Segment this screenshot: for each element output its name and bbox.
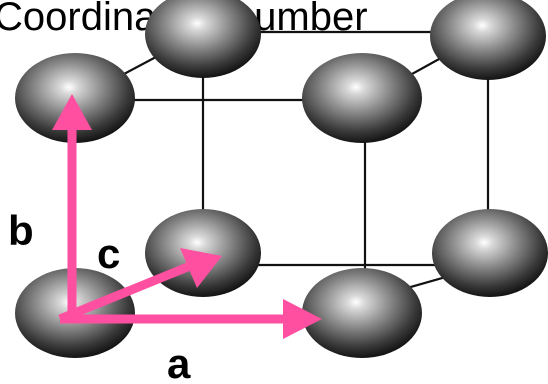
atom [430, 0, 546, 80]
atom [15, 53, 135, 143]
axis-label-c: c [97, 230, 120, 277]
c-axis-arrowhead [180, 248, 222, 288]
c-axis-arrow [58, 261, 192, 324]
axis-label-b: b [8, 207, 34, 254]
atom [302, 53, 422, 143]
a-axis-arrowhead [283, 299, 322, 339]
cell-edges [74, 30, 490, 302]
axis-label-a: a [167, 340, 191, 384]
atom [302, 268, 422, 358]
axis-arrows [52, 94, 322, 339]
atom [432, 209, 548, 297]
b-axis-arrowhead [52, 94, 92, 130]
atom [145, 0, 261, 78]
